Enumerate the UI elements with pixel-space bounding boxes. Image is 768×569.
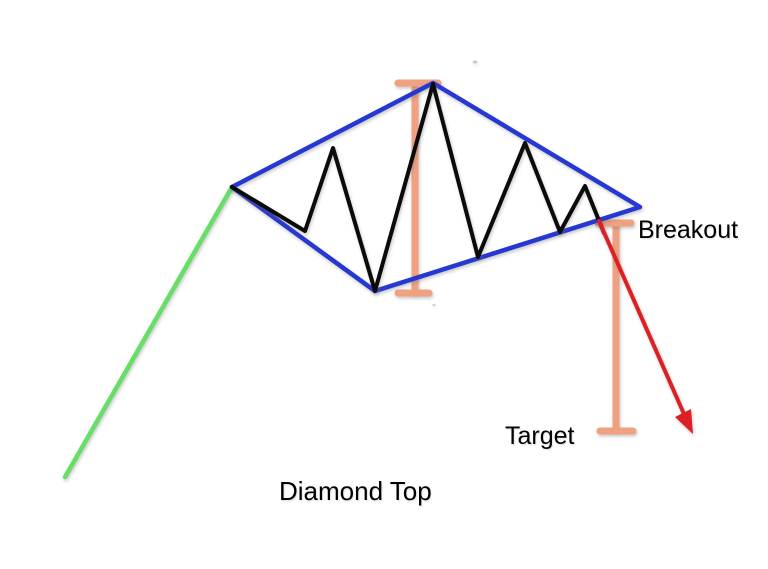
pattern-name-label: Diamond Top <box>279 476 432 506</box>
price-zigzag <box>230 82 606 293</box>
artifact-dot-bottom <box>432 303 436 307</box>
artifact-dot-top <box>472 60 478 64</box>
breakout-label: Breakout <box>638 216 739 244</box>
target-label: Target <box>505 422 575 450</box>
breakout-arrow-shaft <box>597 219 686 416</box>
diamond-outline <box>229 80 643 294</box>
uptrend-line <box>62 184 235 480</box>
breakout-arrow-head <box>675 409 693 434</box>
